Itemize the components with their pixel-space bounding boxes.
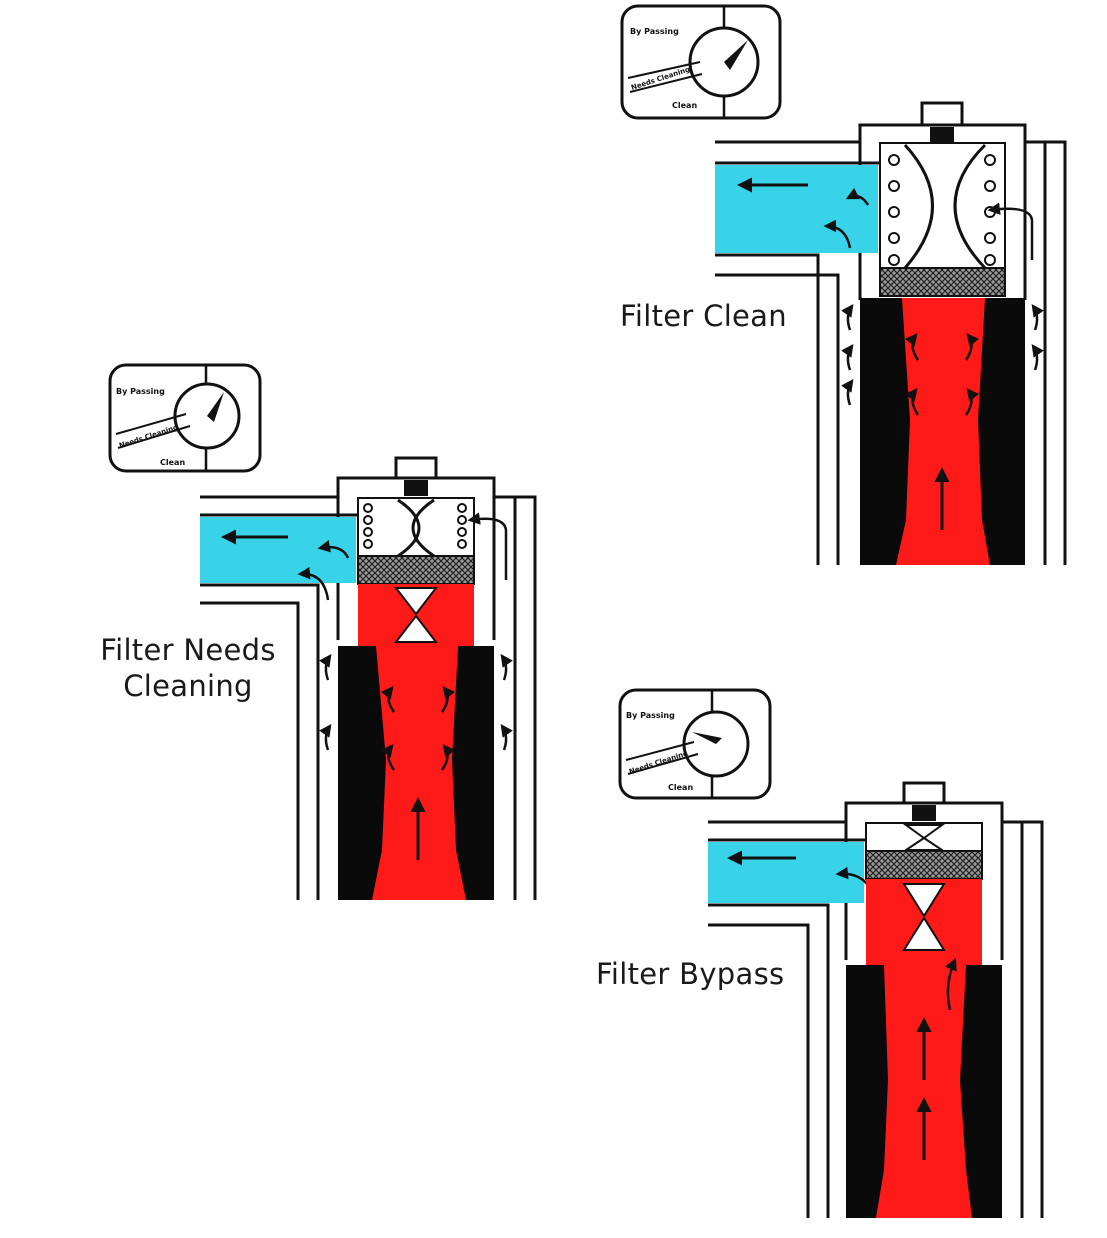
filter-screen-mesh [879,267,1006,297]
dirty-fluid-core [896,298,990,565]
gauge-needle [207,392,224,422]
filter-screen-mesh [357,555,475,585]
gauge-zone-clean: Clean [672,101,697,110]
differential-pressure-gauge-bypass: By Passing Needs Cleaning Clean [618,688,772,800]
filter-bypass-assembly: By Passing Needs Cleaning Clean [618,688,1044,1218]
bypass-valve-spring [397,498,435,558]
filter-needs-cleaning-assembly: By Passing Needs Cleaning Clean [108,363,537,900]
dirty-fluid-core [372,646,466,900]
gauge-zone-bypassing: By Passing [116,387,165,396]
dirty-fluid-core [876,965,972,1218]
filter-needs-cleaning-label-line1: Filter Needs [100,633,276,667]
housing-walls [200,456,537,900]
bypass-valve-chamber [357,497,475,557]
bypass-valve-cone [393,587,439,643]
filter-clean-assembly: By Passing Needs Cleaning Clean [620,4,1067,565]
filter-needs-cleaning-label: Filter Needs Cleaning [100,632,276,704]
gauge-zone-clean: Clean [160,458,185,467]
filter-needs-cleaning-label-line2: Cleaning [123,669,253,703]
valve-plug [930,127,954,143]
gauge-needle [724,40,748,70]
bypass-valve-spring [903,143,987,270]
gauge-needle [692,732,722,744]
clean-outlet-fluid [715,165,878,253]
gauge-zone-clean: Clean [668,783,693,792]
filter-screen-mesh [865,850,983,880]
clean-outlet-fluid [708,842,864,903]
bypass-valve-chamber [879,142,1006,269]
gauge-zone-bypassing: By Passing [626,711,675,720]
valve-plug [404,480,428,496]
differential-pressure-gauge-clean: By Passing Needs Cleaning Clean [620,4,782,120]
valve-plug [912,805,936,821]
gauge-zone-bypassing: By Passing [630,27,679,36]
differential-pressure-gauge-needs-cleaning: By Passing Needs Cleaning Clean [108,363,262,473]
clean-outlet-fluid [200,517,356,583]
filter-bypass-label: Filter Bypass [596,957,785,991]
filter-clean-label: Filter Clean [620,299,787,333]
bypass-valve-cone [902,883,946,951]
